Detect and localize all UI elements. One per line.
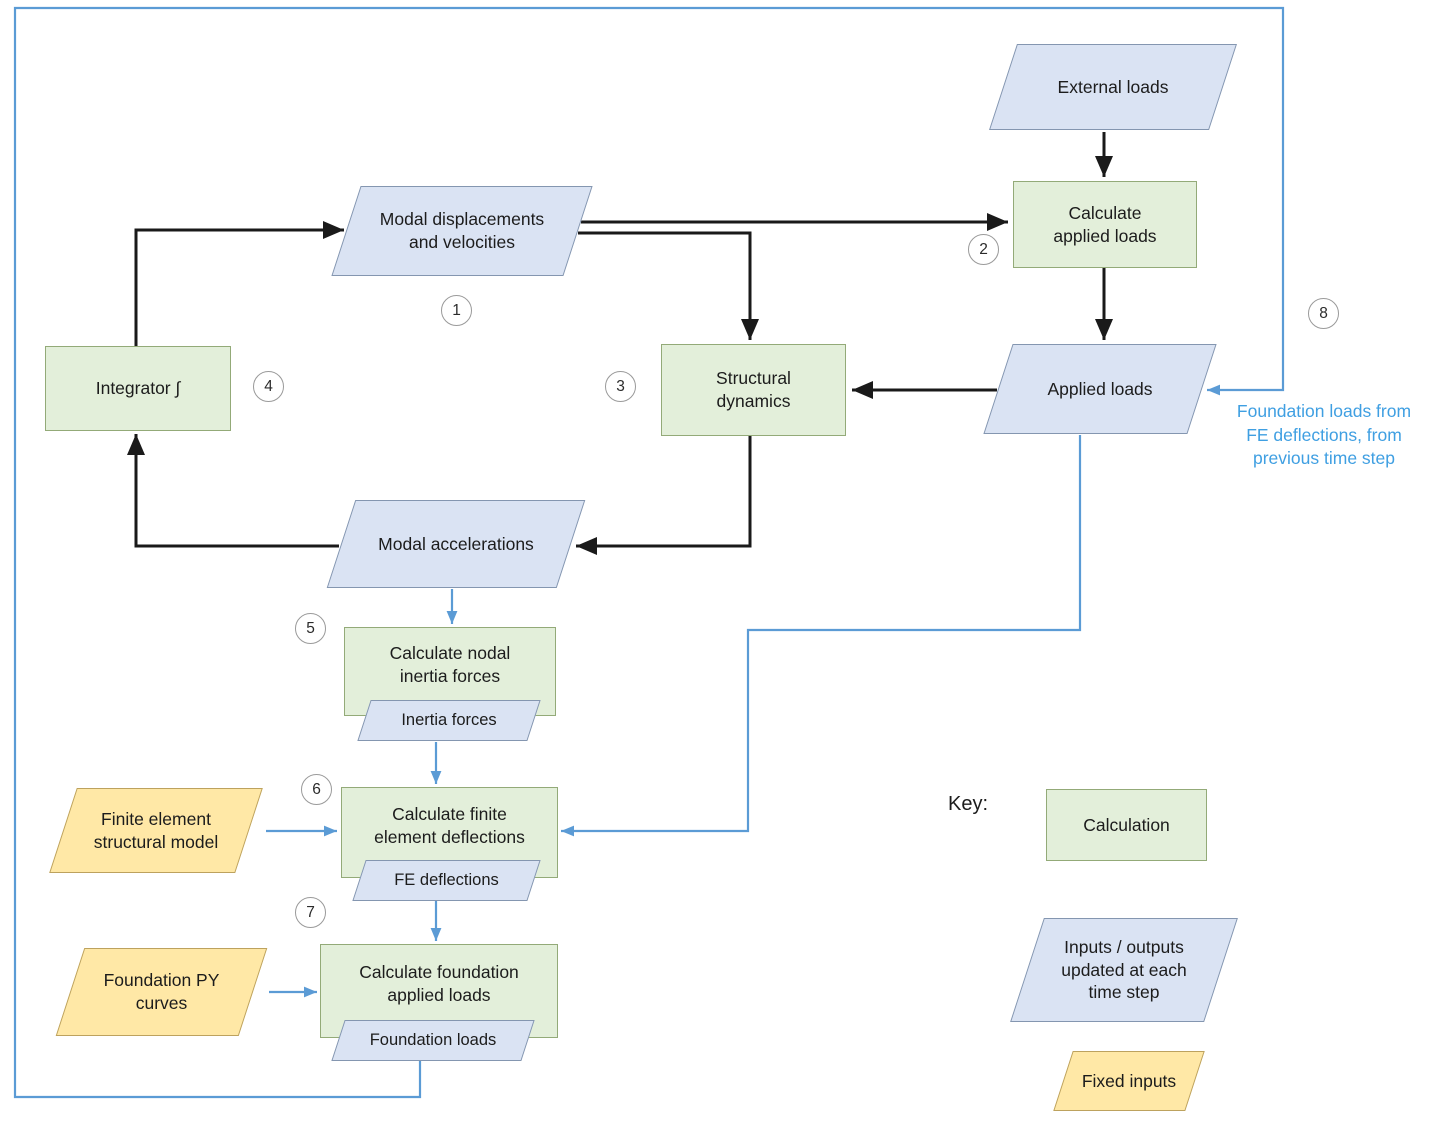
node-fe-deflections: FE deflections	[351, 860, 542, 901]
step-badge-1: 1	[441, 295, 472, 326]
node-modal-displacements: Modal displacements and velocities	[331, 186, 593, 276]
key-inputs-outputs: Inputs / outputs updated at each time st…	[1010, 918, 1238, 1022]
node-label: Integrator ∫	[95, 378, 181, 399]
node-label: Finite element structural model	[93, 808, 219, 852]
node-foundation-py-curves: Foundation PY curves	[55, 948, 268, 1036]
key-label: Inputs / outputs updated at each time st…	[1061, 936, 1187, 1003]
node-label: FE deflections	[394, 870, 499, 889]
node-label: Structural dynamics	[716, 368, 791, 411]
key-fixed-inputs: Fixed inputs	[1048, 1051, 1210, 1111]
node-inertia-forces: Inertia forces	[356, 700, 542, 741]
step-badge-4: 4	[253, 371, 284, 402]
node-label: Applied loads	[1047, 378, 1153, 399]
node-label: Calculate applied loads	[1053, 202, 1157, 246]
node-label: Modal accelerations	[378, 533, 534, 554]
node-label: Calculate foundation applied loads	[359, 962, 519, 1005]
node-foundation-loads: Foundation loads	[330, 1020, 536, 1061]
node-label: External loads	[1057, 76, 1169, 97]
node-label: Foundation loads	[369, 1030, 497, 1049]
key-label: Fixed inputs	[1081, 1070, 1177, 1091]
connector-modal-disp-to-structural	[578, 231, 759, 340]
key-title: Key:	[948, 793, 989, 815]
node-label: Calculate nodal inertia forces	[389, 642, 511, 686]
step-badge-3: 3	[605, 371, 636, 402]
step-badge-5: 5	[295, 613, 326, 644]
connector-integrator-to-modal-disp	[134, 221, 344, 346]
connector-structural-to-modal-accel	[576, 436, 752, 555]
node-label: Modal displacements and velocities	[379, 209, 545, 252]
connector-applied-loads-to-calc-fe	[561, 435, 1082, 837]
step-badge-8: 8	[1308, 298, 1339, 329]
step-badge-7: 7	[295, 897, 326, 928]
node-external-loads: External loads	[988, 44, 1238, 130]
node-integrator: Integrator ∫	[45, 346, 231, 431]
node-label: Foundation PY curves	[103, 970, 220, 1013]
node-label: Inertia forces	[401, 710, 497, 729]
node-fe-structural-model: Finite element structural model	[48, 788, 264, 873]
key-label: Calculation	[1083, 814, 1170, 835]
node-applied-loads: Applied loads	[983, 344, 1217, 434]
node-label: Calculate finite element deflections	[374, 803, 525, 847]
key-calculation: Calculation	[1046, 789, 1207, 861]
node-calc-applied-loads: Calculate applied loads	[1013, 181, 1197, 268]
step-badge-6: 6	[301, 774, 332, 805]
loop-annotation: Foundation loads from FE deflections, fr…	[1236, 401, 1412, 469]
node-modal-accelerations: Modal accelerations	[326, 500, 586, 588]
connector-foundation-loads-loop-to-applied	[13, 6, 1285, 1099]
step-badge-2: 2	[968, 234, 999, 265]
node-structural-dynamics: Structural dynamics	[661, 344, 846, 436]
connector-modal-accel-to-integrator	[127, 434, 339, 548]
